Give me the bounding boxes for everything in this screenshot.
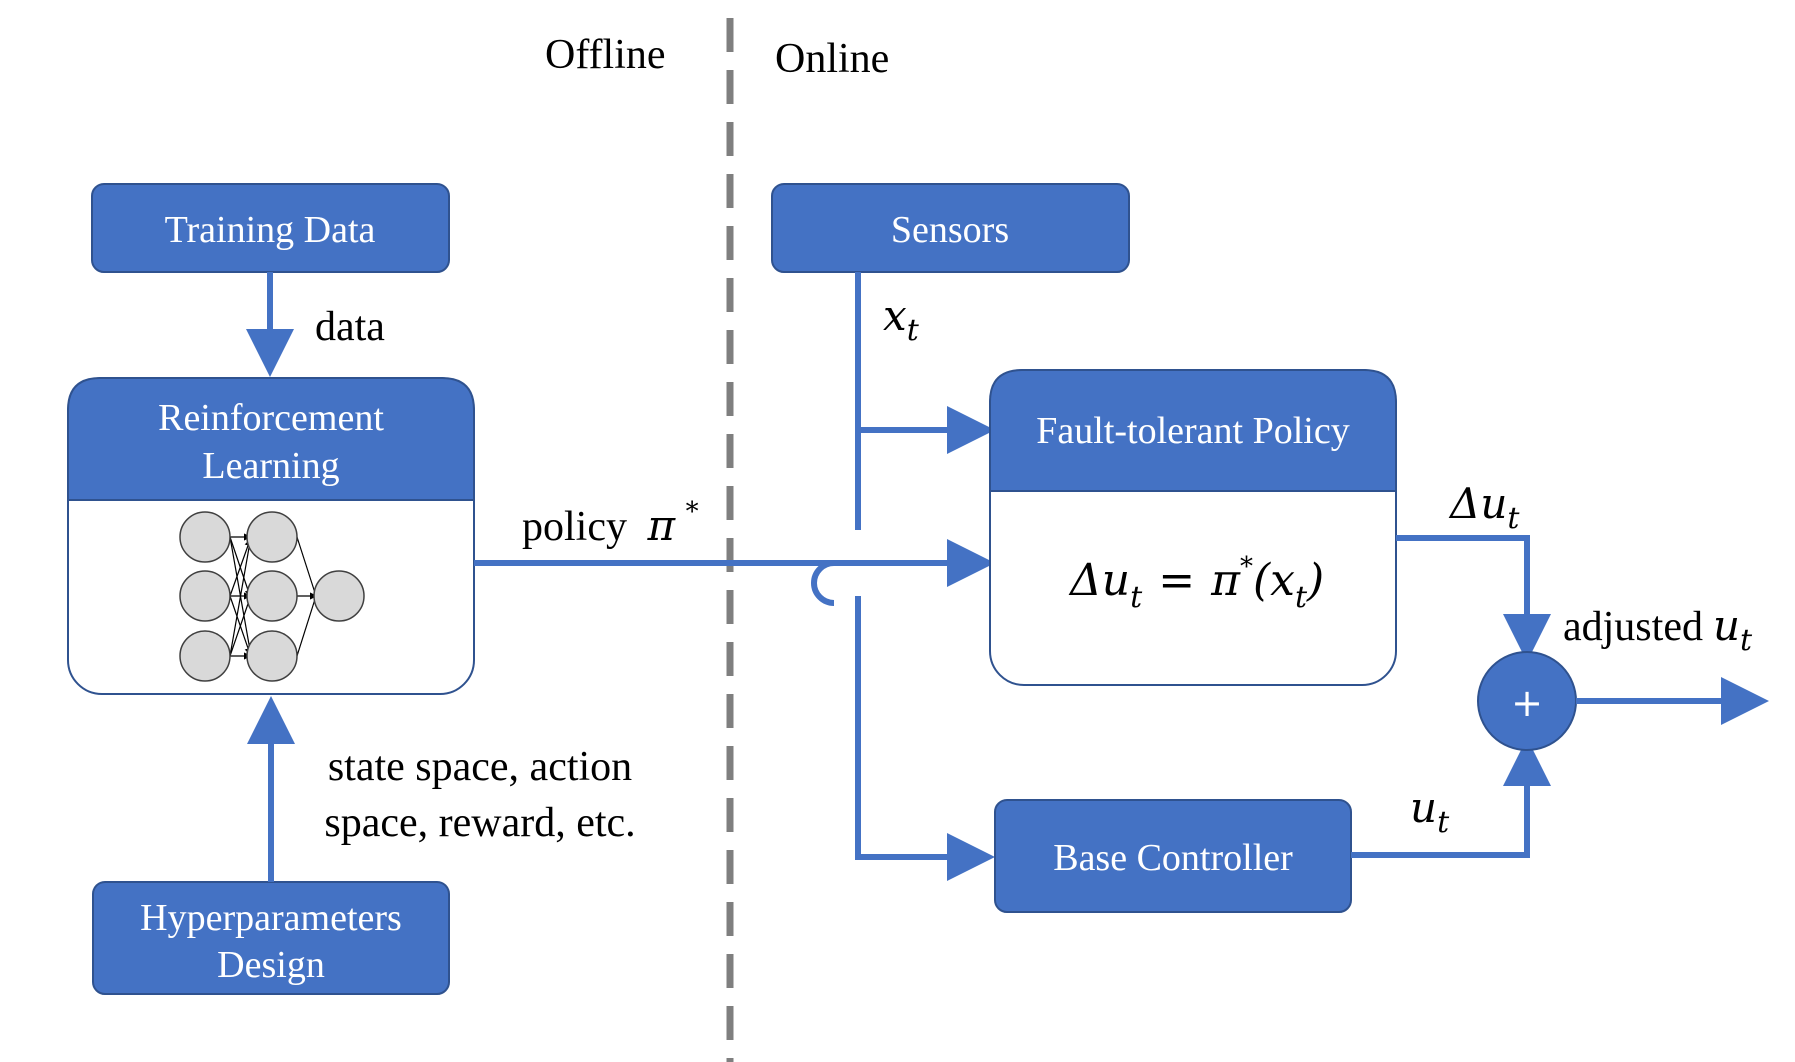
training-data-box[interactable]: Training Data bbox=[91, 183, 450, 273]
neural-network-icon bbox=[179, 511, 365, 682]
online-header: Online bbox=[775, 36, 889, 82]
u-wire bbox=[1351, 738, 1551, 858]
reinforcement-learning-box[interactable]: Reinforcement Learning bbox=[67, 377, 475, 695]
rl-label-line2: Learning bbox=[202, 445, 339, 487]
base-controller-label: Base Controller bbox=[1053, 837, 1293, 879]
hyperparameters-design-box[interactable]: Hyperparameters Design bbox=[92, 881, 450, 995]
hyperparameters-desc-line1: state space, action bbox=[328, 744, 632, 790]
delta-u-label: Δut bbox=[1448, 479, 1520, 536]
rl-label-line1: Reinforcement bbox=[158, 397, 384, 439]
u-t-label: ut bbox=[1410, 783, 1450, 840]
x-t-label: xt bbox=[883, 291, 920, 348]
policy-sup: * bbox=[686, 497, 699, 527]
fault-policy-label: Fault-tolerant Policy bbox=[1036, 410, 1349, 452]
base-controller-box[interactable]: Base Controller bbox=[994, 799, 1352, 913]
policy-wire-left bbox=[474, 560, 835, 606]
offline-header: Offline bbox=[545, 32, 666, 78]
sensors-label: Sensors bbox=[891, 209, 1009, 251]
policy-equation: Δut=π*(xt) bbox=[1068, 552, 1324, 615]
plus-icon: + bbox=[1511, 681, 1543, 725]
hyperparameters-desc-line2: space, reward, etc. bbox=[324, 800, 635, 846]
delta-u-wire bbox=[1396, 535, 1551, 662]
summing-junction[interactable]: + bbox=[1477, 651, 1577, 751]
fault-tolerant-policy-box[interactable]: Fault-tolerant Policy Δut=π*(xt) bbox=[989, 369, 1397, 686]
sensors-box[interactable]: Sensors bbox=[771, 183, 1130, 273]
policy-symbol: π bbox=[646, 501, 676, 550]
hyperparameters-label-line1: Hyperparameters bbox=[140, 897, 402, 939]
data-label: data bbox=[315, 304, 385, 350]
policy-label: policy π * bbox=[522, 497, 699, 550]
hyperparameters-label-line2: Design bbox=[217, 944, 325, 986]
training-data-label: Training Data bbox=[165, 209, 376, 251]
